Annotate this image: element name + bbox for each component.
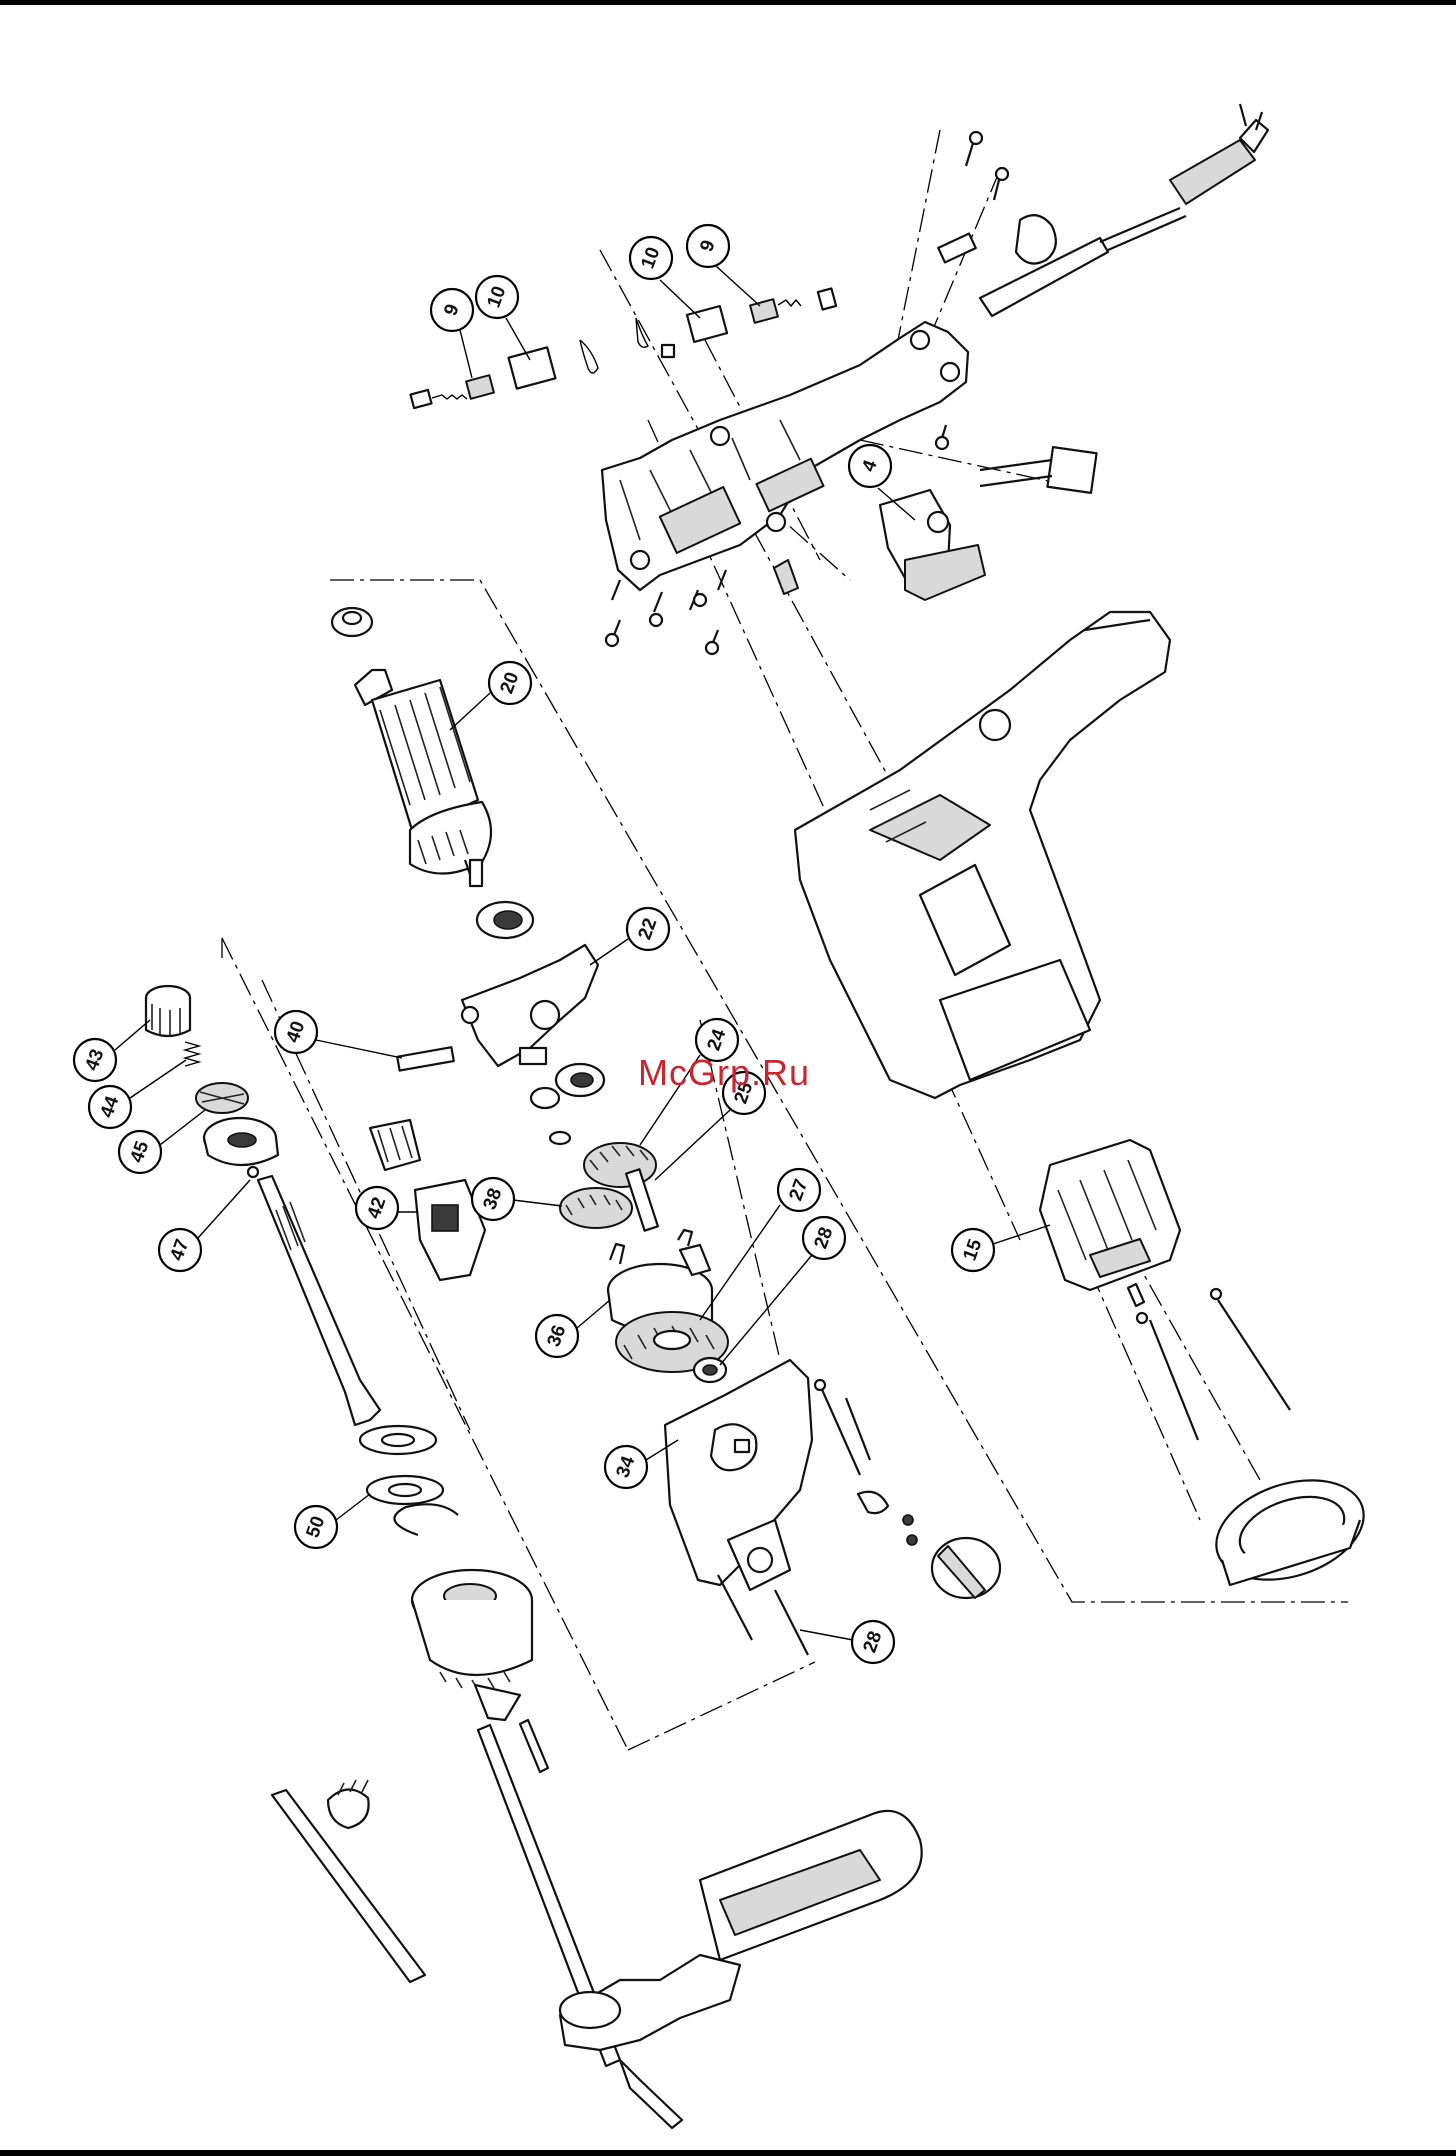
callout-43: 43 [74,1039,116,1081]
main-housing [795,612,1170,1098]
armature-bearing-bottom [477,902,533,938]
contact-plate [397,1047,454,1070]
washer-50 [367,1476,443,1504]
callout-45: 45 [119,1131,161,1173]
fan-baffle [1204,1463,1377,1597]
callout-10: 10 [476,276,518,318]
power-cord-plug [938,104,1268,316]
watermark-text: McGrp.Ru [638,1052,810,1094]
chuck-screw [520,1720,548,1772]
callout-20: 20 [489,662,531,704]
stator-screws [1137,1289,1290,1440]
gear-38 [560,1188,632,1228]
top-rule [0,0,1456,5]
mode-selector-knob [858,1492,1000,1598]
trigger-lock [774,560,798,594]
callout-9: 9 [431,289,473,331]
ratchet-45 [196,1083,248,1113]
brush-assembly-right [636,288,836,357]
gearbox-cover [462,945,598,1066]
callout-50: 50 [295,1506,337,1548]
top-screws [966,132,1008,200]
depth-rod [478,1725,682,2128]
callout-4: 4 [849,445,891,487]
callout-22: 22 [627,908,669,950]
bottom-rule [0,2150,1456,2156]
armature-rotor [355,670,491,886]
callout-28: 28 [803,1217,845,1259]
brush-assembly-left [410,340,598,408]
field-stator [1040,1140,1180,1306]
callout-38: 38 [472,1178,514,1220]
gearbox-housing [665,1360,812,1590]
callout-15: 15 [952,1229,994,1271]
callout-42: 42 [356,1187,398,1229]
spindle-gear-43 [146,986,190,1036]
callout-44: 44 [89,1086,131,1128]
callout-40: 40 [275,1011,317,1053]
bearing-28 [694,1358,726,1382]
washer-upper [360,1426,436,1454]
drill-chuck [412,1570,532,1720]
callout-28: 28 [852,1621,894,1663]
callout-9: 9 [687,225,729,267]
spring-44 [185,1042,199,1066]
callout-47: 47 [159,1229,201,1271]
chuck-key [272,1780,425,1982]
trigger-switch [880,447,1097,600]
callout-34: 34 [605,1446,647,1488]
intermediate-bearing [531,1064,604,1144]
circlip [394,1504,458,1535]
callout-36: 36 [536,1315,578,1357]
callout-27: 27 [778,1169,820,1211]
spindle-bearing-47 [204,1118,278,1165]
armature-bearing-top [332,608,372,636]
auxiliary-handle [560,1811,922,2050]
callout-10: 10 [630,237,672,279]
